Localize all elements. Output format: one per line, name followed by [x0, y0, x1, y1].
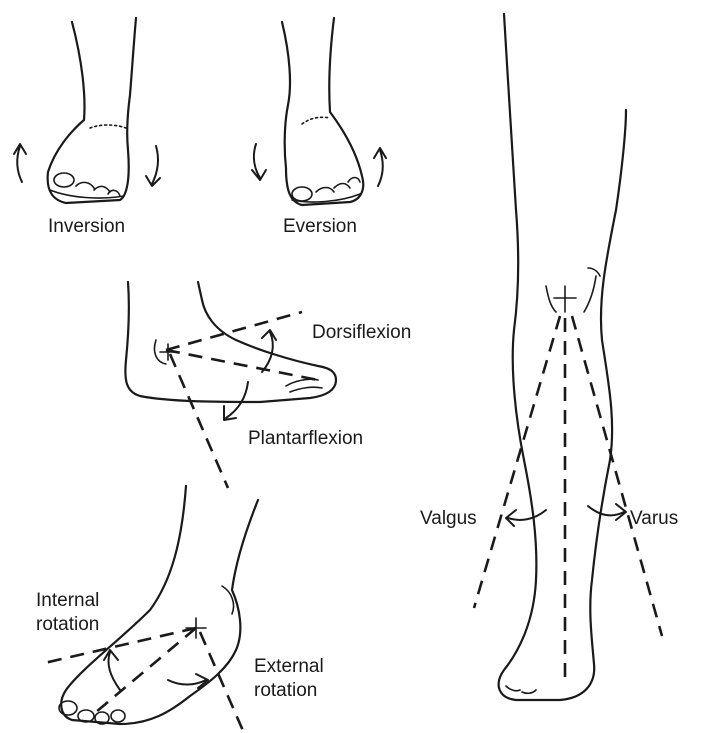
ankle-center-cross-icon [160, 344, 176, 360]
inversion-arrow-right-icon [146, 146, 160, 186]
external-rotation-label-line1: External [254, 656, 324, 678]
varus-axis-line [572, 316, 662, 636]
dorsiflexion-label: Dorsiflexion [312, 322, 411, 344]
dorsiflexion-axis-line [166, 312, 302, 350]
side-foot-drawing [125, 282, 336, 402]
inversion-label: Inversion [48, 216, 125, 238]
foot-sole-axis-line [166, 350, 318, 380]
knee-center-cross-icon [554, 286, 576, 312]
inversion-arrow-left-icon [14, 144, 26, 182]
leg-drawing [499, 14, 626, 700]
internal-rotation-label-line1: Internal [36, 590, 99, 612]
eversion-arrow-right-icon [374, 148, 386, 186]
ankle-vertical-axis-line [170, 354, 228, 488]
internal-rotation-label-line2: rotation [36, 614, 99, 636]
external-rotation-arrow-icon [168, 674, 208, 688]
valgus-arrow-icon [506, 510, 546, 526]
valgus-label: Valgus [420, 508, 477, 530]
eversion-foot-drawing [282, 18, 363, 205]
eversion-label: Eversion [283, 216, 357, 238]
plantarflexion-label: Plantarflexion [248, 428, 363, 450]
eversion-arrow-left-icon [252, 144, 266, 180]
external-rotation-label-line2: rotation [254, 680, 317, 702]
varus-label: Varus [630, 508, 678, 530]
inversion-foot-drawing [48, 18, 136, 203]
internal-rotation-arrow-icon [104, 650, 120, 690]
varus-arrow-icon [588, 504, 626, 520]
valgus-axis-line [474, 316, 560, 608]
